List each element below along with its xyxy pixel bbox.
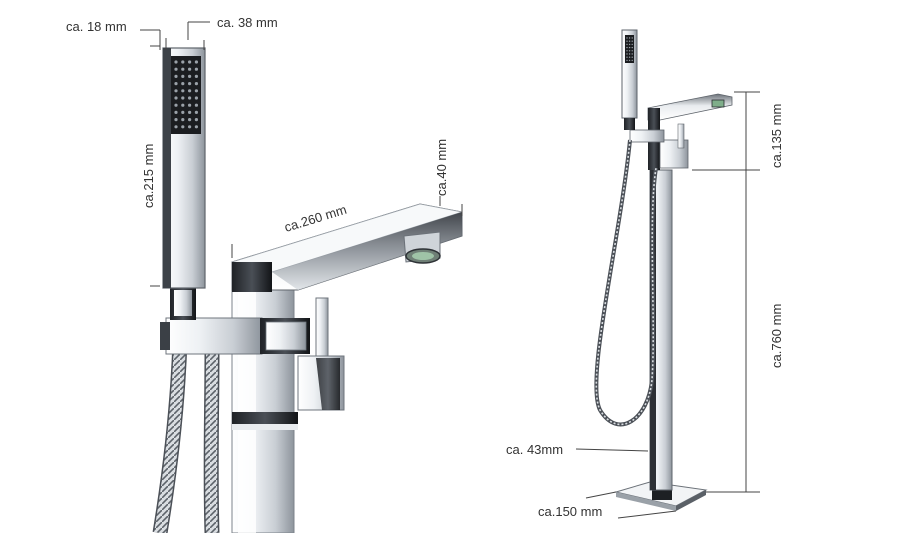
- nozzle-dot: [626, 40, 628, 42]
- nozzle-dot: [181, 67, 185, 71]
- nozzle-dot: [194, 118, 198, 122]
- label-handshower-thickness: ca. 18 mm: [66, 19, 127, 34]
- nozzle-dot: [626, 37, 628, 39]
- nozzle-dot: [188, 67, 192, 71]
- nozzle-dot: [181, 89, 185, 93]
- nozzle-dot: [181, 125, 185, 129]
- closeup-diverter-arm: [160, 317, 310, 355]
- closeup-spout: [230, 203, 463, 292]
- nozzle-dot: [181, 74, 185, 78]
- nozzle-dot: [194, 110, 198, 114]
- nozzle-dot: [628, 50, 631, 52]
- nozzle-dot: [628, 37, 631, 39]
- nozzle-dot: [181, 118, 185, 122]
- full-view: ca.135 mm ca.760 mm ca. 43mm ca.150 mm: [506, 29, 784, 519]
- full-handshower: [621, 29, 638, 130]
- nozzle-dot: [174, 125, 178, 129]
- closeup-handshower: [162, 47, 206, 320]
- nozzle-dot: [631, 53, 633, 55]
- nozzle-dot: [188, 103, 192, 107]
- nozzle-dot: [628, 56, 631, 58]
- handshower-nozzles: [174, 60, 198, 129]
- closeup-lever-handle: [297, 297, 345, 411]
- nozzle-dot: [181, 60, 185, 64]
- full-spout: [629, 93, 733, 170]
- full-base-plate: [614, 481, 708, 511]
- nozzle-dot: [188, 82, 192, 86]
- nozzle-dot: [174, 118, 178, 122]
- label-handshower-width: ca. 38 mm: [217, 15, 278, 30]
- nozzle-dot: [194, 96, 198, 100]
- nozzle-dot: [194, 60, 198, 64]
- nozzle-dot: [626, 46, 628, 49]
- nozzle-dot: [628, 53, 631, 55]
- nozzle-dot: [194, 82, 198, 86]
- label-spout-rise: ca.135 mm: [769, 104, 784, 168]
- full-handshower-nozzles: [626, 37, 633, 62]
- nozzle-dot: [628, 43, 631, 46]
- label-column-width: ca. 43mm: [506, 442, 563, 457]
- nozzle-dot: [194, 125, 198, 129]
- nozzle-dot: [174, 67, 178, 71]
- nozzle-dot: [631, 46, 633, 49]
- nozzle-dot: [626, 59, 628, 62]
- nozzle-dot: [181, 110, 185, 114]
- nozzle-dot: [194, 89, 198, 93]
- nozzle-dot: [174, 110, 178, 114]
- nozzle-dot: [631, 56, 633, 58]
- nozzle-dot: [174, 82, 178, 86]
- nozzle-dot: [626, 56, 628, 58]
- nozzle-dot: [631, 43, 633, 46]
- nozzle-dot: [194, 74, 198, 78]
- nozzle-dot: [181, 82, 185, 86]
- nozzle-dot: [174, 89, 178, 93]
- nozzle-dot: [188, 74, 192, 78]
- nozzle-dot: [628, 59, 631, 62]
- label-handshower-length: ca.215 mm: [141, 144, 156, 208]
- nozzle-dot: [626, 43, 628, 46]
- nozzle-dot: [174, 74, 178, 78]
- nozzle-dot: [194, 67, 198, 71]
- nozzle-dot: [181, 96, 185, 100]
- nozzle-dot: [188, 118, 192, 122]
- nozzle-dot: [181, 103, 185, 107]
- nozzle-dot: [628, 46, 631, 49]
- nozzle-dot: [631, 40, 633, 42]
- label-base-plate: ca.150 mm: [538, 504, 602, 519]
- nozzle-dot: [188, 96, 192, 100]
- nozzle-dot: [631, 50, 633, 52]
- label-column-height: ca.760 mm: [769, 304, 784, 368]
- nozzle-dot: [174, 60, 178, 64]
- nozzle-dot: [628, 40, 631, 42]
- full-hose: [594, 139, 658, 427]
- closeup-view: ca. 18 mm ca. 38 mm ca.215 mm ca.260 mm …: [66, 15, 463, 533]
- nozzle-dot: [631, 59, 633, 62]
- full-dimension-lines: [575, 91, 760, 519]
- nozzle-dot: [626, 53, 628, 55]
- closeup-hoses: [152, 339, 220, 533]
- closeup-dimension-lines: [140, 21, 463, 287]
- label-spout-height: ca.40 mm: [434, 139, 449, 196]
- nozzle-dot: [626, 50, 628, 52]
- nozzle-dot: [188, 60, 192, 64]
- nozzle-dot: [188, 110, 192, 114]
- nozzle-dot: [174, 96, 178, 100]
- nozzle-dot: [188, 125, 192, 129]
- nozzle-dot: [188, 89, 192, 93]
- nozzle-dot: [194, 103, 198, 107]
- nozzle-dot: [631, 37, 633, 39]
- nozzle-dot: [174, 103, 178, 107]
